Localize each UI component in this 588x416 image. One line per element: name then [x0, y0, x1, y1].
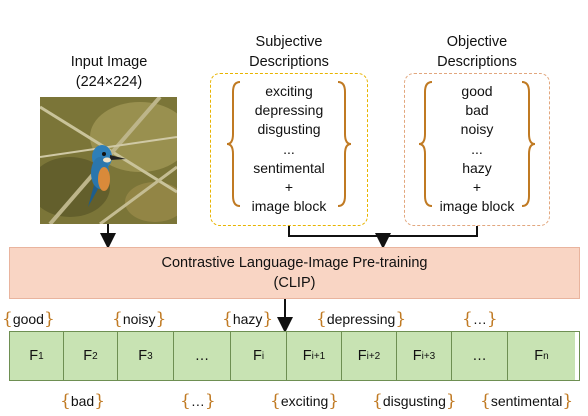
- tag-bottom: {bad}: [60, 391, 106, 411]
- input-image-title-line1: Input Image: [70, 54, 148, 70]
- right-brace-icon: [521, 81, 536, 207]
- subjective-word-list: exciting depressing disgusting ... senti…: [211, 82, 367, 216]
- objective-word-list: good bad noisy ... hazy + image block: [405, 82, 549, 216]
- subjective-word: depressing: [254, 102, 324, 119]
- objective-descriptions-box: good bad noisy ... hazy + image block: [404, 73, 550, 226]
- objective-word: bad: [465, 102, 489, 119]
- tag-text: sentimental: [490, 393, 563, 409]
- objective-word: image block: [439, 198, 515, 215]
- tag-text: …: [472, 311, 487, 327]
- subjective-word: exciting: [265, 83, 313, 99]
- left-brace-icon: [418, 81, 433, 207]
- subjective-descriptions-box: exciting depressing disgusting ... senti…: [210, 73, 368, 226]
- input-image-title-line2: (224×224): [75, 74, 143, 90]
- tag-bottom: {…}: [180, 391, 216, 411]
- tag-bottom: {disgusting}: [372, 391, 457, 411]
- descriptions-merge-line: [288, 226, 478, 237]
- tag-top: {…}: [462, 309, 498, 329]
- tag-text: hazy: [232, 311, 263, 327]
- tag-top: {noisy}: [112, 309, 167, 329]
- tag-text: disgusting: [382, 393, 446, 409]
- objective-heading: Objective Descriptions: [404, 32, 550, 72]
- subjective-heading: Subjective Descriptions: [210, 32, 368, 72]
- subjective-heading-line1: Subjective: [255, 34, 323, 50]
- clip-block: Contrastive Language-Image Pre-training …: [9, 247, 580, 299]
- input-image: [40, 97, 177, 224]
- tag-bottom: {exciting}: [270, 391, 340, 411]
- tag-text: good: [12, 311, 44, 327]
- objective-word: noisy: [460, 121, 494, 138]
- subjective-word: ...: [283, 140, 295, 157]
- clip-subtitle: (CLIP): [273, 275, 316, 291]
- objective-heading-line1: Objective: [446, 34, 508, 50]
- clip-title: Contrastive Language-Image Pre-training: [161, 255, 428, 271]
- tag-top: {depressing}: [316, 309, 407, 329]
- objective-heading-line2: Descriptions: [437, 54, 517, 70]
- feature-cell: …: [452, 332, 508, 380]
- objective-word: good: [461, 83, 493, 99]
- objective-word: hazy: [462, 159, 492, 176]
- kingfisher-illustration: [40, 97, 177, 224]
- subjective-word: +: [284, 179, 294, 196]
- subjective-word: sentimental: [253, 159, 325, 176]
- tag-bottom: {sentimental}: [480, 391, 574, 411]
- tag-text: depressing: [326, 311, 396, 327]
- tag-text: bad: [70, 393, 95, 409]
- tag-top: {good}: [2, 309, 55, 329]
- objective-word: +: [472, 179, 482, 196]
- feature-cell: …: [174, 332, 231, 380]
- tag-text: noisy: [122, 311, 156, 327]
- input-image-title: Input Image (224×224): [48, 52, 170, 92]
- tag-top: {hazy}: [222, 309, 274, 329]
- right-brace-icon: [337, 81, 352, 207]
- tag-text: …: [190, 393, 205, 409]
- objective-word: ...: [471, 140, 483, 157]
- subjective-heading-line2: Descriptions: [249, 54, 329, 70]
- tag-text: exciting: [280, 393, 329, 409]
- left-brace-icon: [226, 81, 241, 207]
- subjective-word: disgusting: [257, 121, 321, 138]
- subjective-word: image block: [251, 198, 327, 215]
